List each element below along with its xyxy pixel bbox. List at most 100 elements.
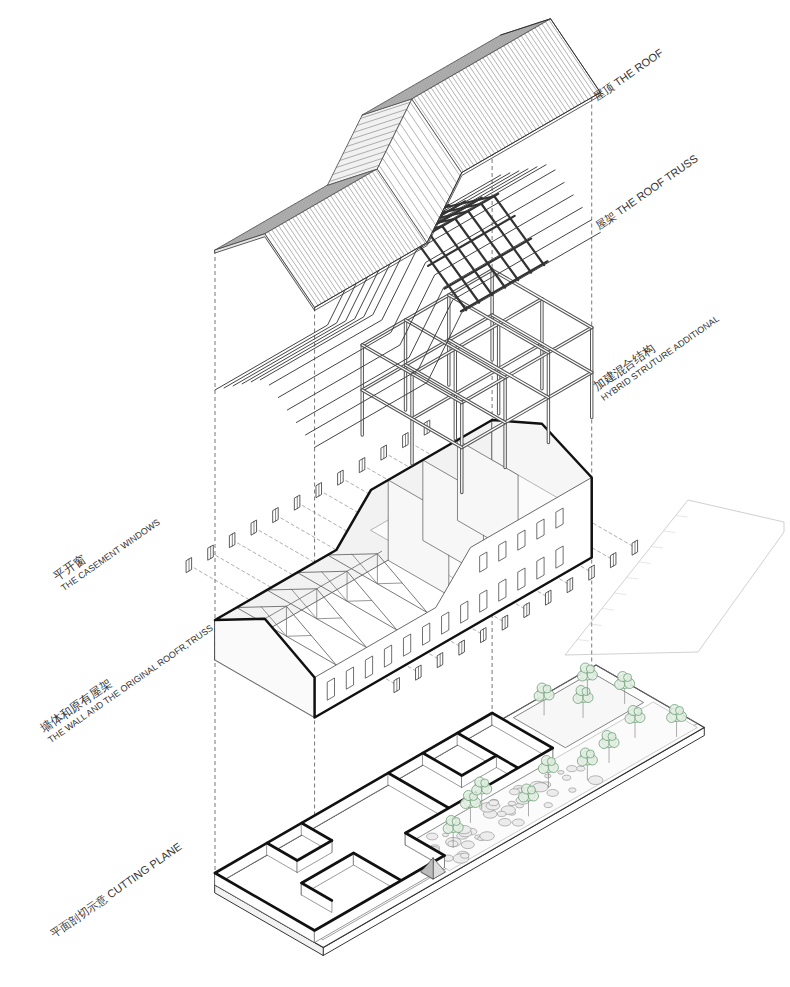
roof-seam <box>385 86 485 160</box>
roof-seam <box>312 178 412 252</box>
window-mullion <box>383 447 384 459</box>
window-mullion <box>418 667 419 679</box>
roof-truss-layer <box>215 165 600 448</box>
frame-member <box>492 315 592 373</box>
tree-trunk <box>587 764 588 780</box>
casement-window <box>338 470 343 485</box>
layer-label: 屋顶 THE ROOF <box>592 47 665 103</box>
roof-end <box>501 19 601 93</box>
plan-wall-cut <box>215 713 492 873</box>
gable-wall <box>215 619 315 718</box>
ghost-hatch <box>676 516 688 518</box>
garden-rock <box>489 800 499 806</box>
tree-canopy <box>481 779 489 787</box>
layer-label: THE WALL AND THE ORIGINAL ROOFR,TRUSS <box>47 624 215 745</box>
roof-seam <box>489 26 589 100</box>
roof-seam <box>329 165 429 239</box>
roof-seam <box>340 144 440 218</box>
roof-seam <box>357 109 457 183</box>
layer-label: 平面剖切示意 CUTTING PLANE <box>49 841 184 940</box>
casement-window <box>524 603 529 618</box>
roof-seam <box>263 206 363 280</box>
garden-rock <box>544 803 552 808</box>
window-mullion <box>340 472 341 484</box>
casement-window <box>567 578 572 593</box>
roof-seam <box>433 58 533 132</box>
roof-seam <box>302 184 402 258</box>
plan-wall-cut <box>354 853 402 881</box>
wall-window-opening <box>499 579 506 601</box>
wall-window-opening <box>480 552 487 572</box>
roof-seam <box>277 198 377 272</box>
roof-seam <box>437 56 537 130</box>
plan-wall-face <box>215 873 315 943</box>
window-mullion <box>275 509 276 521</box>
roof-seam <box>426 62 526 136</box>
garden-rock <box>508 801 516 806</box>
frame-member-core <box>406 365 506 423</box>
casement-window <box>459 640 464 655</box>
roof-seam <box>399 78 499 152</box>
roof-seam <box>360 102 460 176</box>
pavilion-roof <box>433 858 445 879</box>
window-mullion <box>591 567 592 579</box>
roof-seam <box>225 228 325 302</box>
frame-member <box>362 390 462 448</box>
truss-web <box>352 554 402 584</box>
garden-rock <box>512 819 524 826</box>
truss-web <box>286 606 287 636</box>
roof-seam <box>239 220 339 294</box>
roof-seam <box>419 66 519 140</box>
plan-slab <box>215 665 704 948</box>
wall-window-opening <box>404 634 411 656</box>
window-mullion <box>461 642 462 654</box>
frame-member-core <box>449 295 549 353</box>
ghost-outline <box>565 500 784 655</box>
garden-rock <box>453 854 469 863</box>
casement-window <box>481 628 486 643</box>
garden-rock <box>562 775 570 780</box>
roof-seam <box>319 174 419 248</box>
roof-eave <box>315 93 601 308</box>
tree-canopy <box>586 665 594 673</box>
frame-member <box>449 295 549 353</box>
roof-seam <box>402 76 502 150</box>
frame-member <box>406 365 506 423</box>
roof-seam <box>243 218 343 292</box>
roof-seam <box>305 182 405 256</box>
wall-window-opening <box>461 601 468 623</box>
garden-rock <box>480 832 495 841</box>
roof-seam <box>343 137 443 211</box>
roof-seam <box>354 116 454 190</box>
roof-seam <box>281 196 381 270</box>
roof-seam <box>347 130 447 204</box>
garden-rock <box>461 841 474 849</box>
roof-seam <box>492 24 592 98</box>
tree-trunk <box>583 702 584 718</box>
garden-rock <box>588 776 603 785</box>
tree-trunk <box>587 679 588 695</box>
roof-seam <box>374 92 474 166</box>
plan-wall-cut <box>462 756 497 776</box>
wall-window-opening <box>328 678 335 700</box>
truss-grid <box>428 216 515 266</box>
roof-seam <box>267 204 367 278</box>
tree-canopy <box>608 733 616 741</box>
frame-member-core <box>406 320 506 378</box>
window-mullion <box>505 617 506 629</box>
wall-window-opening <box>537 519 544 539</box>
window-mullion <box>189 559 190 571</box>
window-mullion <box>635 542 636 554</box>
roof-layer <box>215 19 600 311</box>
ghost-hatch <box>639 562 651 564</box>
garden-rock <box>567 766 577 772</box>
plan-wall-cut <box>388 773 449 808</box>
frame-member <box>492 270 592 328</box>
roof-seam <box>222 230 322 304</box>
casement-window <box>503 615 508 630</box>
roof-seam <box>461 42 561 116</box>
roof-seam <box>468 38 568 112</box>
tree-canopy <box>527 786 535 794</box>
